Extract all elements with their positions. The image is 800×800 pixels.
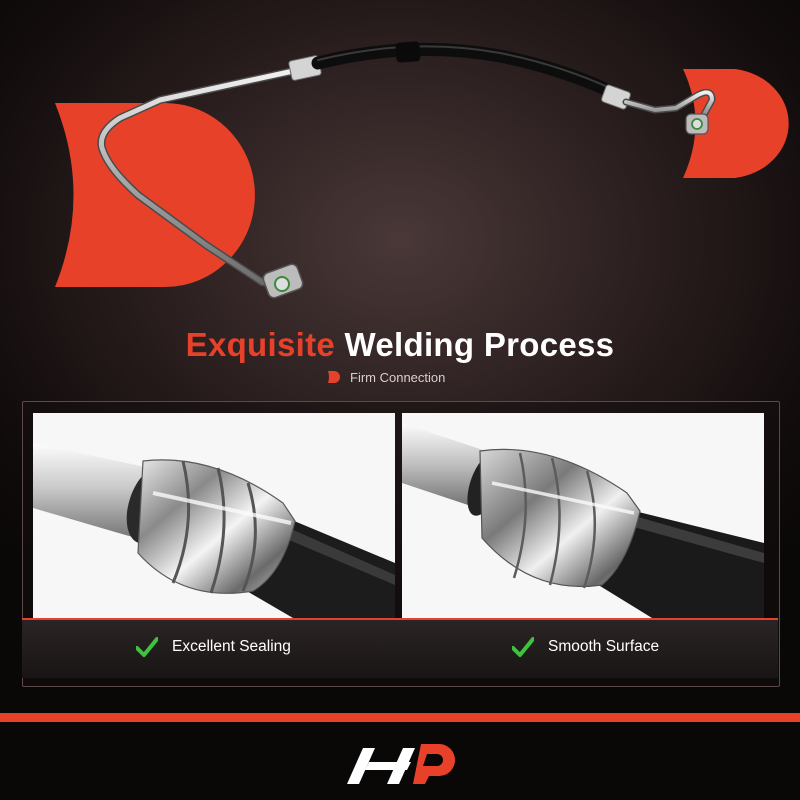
feature-smooth-surface: Smooth Surface bbox=[512, 636, 659, 658]
accent-bar bbox=[0, 713, 800, 722]
title-main: Welding Process bbox=[335, 326, 615, 363]
photo-smooth-surface bbox=[402, 413, 764, 618]
subtitle: Firm Connection bbox=[327, 368, 445, 386]
title-accent: Exquisite bbox=[185, 326, 336, 363]
d-bullet-icon bbox=[328, 371, 340, 383]
photo-sealing bbox=[33, 413, 395, 618]
checkmark-icon bbox=[512, 637, 534, 657]
brand-logo-icon bbox=[347, 744, 455, 784]
feature-label: Excellent Sealing bbox=[172, 638, 291, 655]
checkmark-icon bbox=[136, 637, 158, 657]
feature-label: Smooth Surface bbox=[548, 638, 660, 655]
page-title: Exquisite Welding Process bbox=[0, 326, 800, 364]
hero-hose-illustration bbox=[55, 41, 789, 299]
feature-excellent-sealing: Excellent Sealing bbox=[136, 636, 291, 658]
subtitle-text: Firm Connection bbox=[350, 369, 446, 385]
